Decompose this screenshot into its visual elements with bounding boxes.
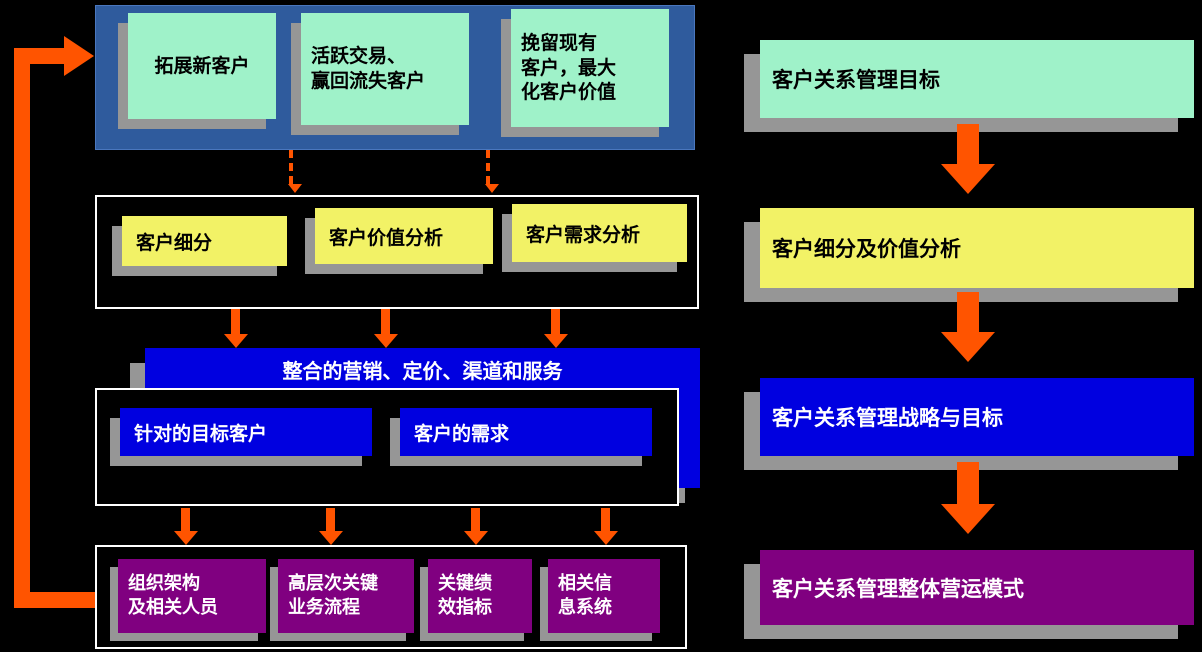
big-down-arrow-icon [957,292,979,332]
stage-bar-label: 客户关系管理目标 [772,68,940,92]
operation-box-process: 高层次关键 业务流程 [278,559,414,633]
operation-box-label: 高层次关键 业务流程 [288,572,378,618]
strategy-box-customer-needs: 客户的需求 [400,408,652,456]
integration-banner-label: 整合的营销、定价、渠道和服务 [282,359,563,383]
stage-bar-analysis: 客户细分及价值分析 [760,208,1194,288]
stage-bar-label: 客户细分及价值分析 [772,237,961,261]
dotted-down-arrow [288,150,302,193]
down-arrow-icon [326,508,335,531]
goal-box-retain-customers: 挽留现有 客户，最大 化客户价值 [511,9,669,127]
analysis-box-label: 客户细分 [136,231,213,254]
crm-goals-group: 拓展新客户 活跃交易、 赢回流失客户 挽留现有 客户，最大 化客户价值 [95,5,695,150]
operation-box-organization: 组织架构 及相关人员 [118,559,266,633]
stage-bar-label: 客户关系管理战略与目标 [772,406,1003,430]
down-arrow-icon [551,309,560,334]
strategy-box-label: 客户的需求 [414,422,510,445]
operation-box-label: 组织架构 及相关人员 [128,572,218,618]
analysis-box-label: 客户需求分析 [526,223,641,246]
analysis-box-needs: 客户需求分析 [512,204,687,262]
goal-box-active-trading: 活跃交易、 赢回流失客户 [301,13,469,125]
operation-group: 组织架构 及相关人员 高层次关键 业务流程 关键绩 效指标 相关信 息系统 [95,545,687,649]
down-arrow-icon [231,309,240,334]
down-arrow-icon [471,508,480,531]
customer-analysis-group: 客户细分 客户价值分析 客户需求分析 [95,195,699,309]
analysis-box-label: 客户价值分析 [329,226,444,249]
stage-bar-label: 客户关系管理整体营运模式 [772,576,1024,601]
goal-box-new-customers: 拓展新客户 [128,13,276,119]
big-down-arrow-icon [957,462,979,504]
dotted-down-arrow [485,150,499,193]
operation-box-label: 关键绩 效指标 [438,572,492,618]
strategy-group: 针对的目标客户 客户的需求 [95,388,679,506]
down-arrow-icon [601,508,610,531]
stage-bar-operation-model: 客户关系管理整体营运模式 [760,550,1194,625]
stage-bar-strategy: 客户关系管理战略与目标 [760,378,1194,456]
operation-box-label: 相关信 息系统 [558,572,612,618]
analysis-box-value: 客户价值分析 [315,208,493,264]
goal-box-label: 拓展新客户 [154,54,250,77]
strategy-box-target-customers: 针对的目标客户 [120,408,372,456]
big-down-arrow-icon [957,124,979,164]
feedback-arrow-head-icon [64,36,94,76]
down-arrow-icon [181,508,190,531]
feedback-arrow-vertical-segment [14,48,30,608]
goal-box-label: 挽留现有 客户，最大 化客户价值 [521,31,617,104]
operation-box-information-system: 相关信 息系统 [548,559,660,633]
goal-box-label: 活跃交易、 赢回流失客户 [311,45,426,92]
operation-box-kpi: 关键绩 效指标 [428,559,532,633]
analysis-box-segmentation: 客户细分 [122,216,287,266]
stage-bar-goals: 客户关系管理目标 [760,40,1194,118]
feedback-arrow-top-segment [14,48,66,64]
down-arrow-icon [381,309,390,334]
strategy-box-label: 针对的目标客户 [134,422,268,445]
feedback-arrow-bottom-segment [14,592,96,608]
